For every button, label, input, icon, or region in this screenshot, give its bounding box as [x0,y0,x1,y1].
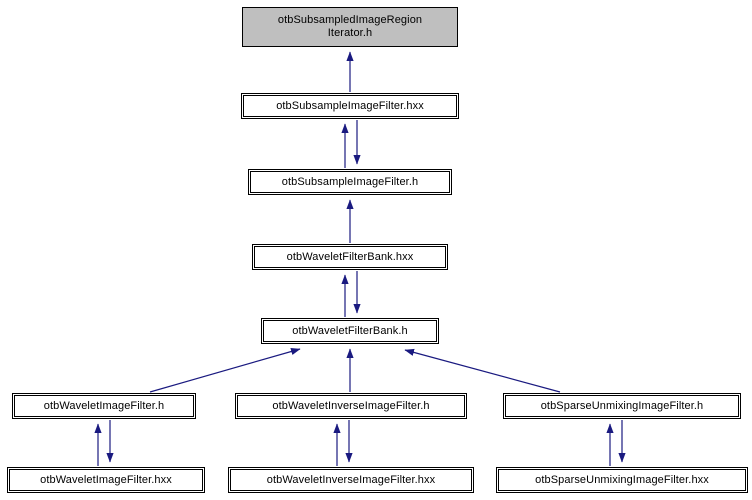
node-otbsubsampledimageregioniterator-h[interactable]: otbSubsampledImageRegion Iterator.h [242,7,458,47]
edge-sparseunmixingimagefilter-h-to-waveletfilterbank-h [404,348,561,393]
node-otbsubsampleimagefilter-hxx[interactable]: otbSubsampleImageFilter.hxx [241,93,459,119]
node-otbsparseunmixingimagefilter-h[interactable]: otbSparseUnmixingImageFilter.h [503,393,741,419]
node-otbwaveletfilterbank-hxx[interactable]: otbWaveletFilterBank.hxx [252,244,448,270]
node-otbwaveletinverseimagefilter-h[interactable]: otbWaveletInverseImageFilter.h [235,393,467,419]
node-otbwaveletinverseimagefilter-hxx[interactable]: otbWaveletInverseImageFilter.hxx [228,467,474,493]
node-otbsparseunmixingimagefilter-hxx[interactable]: otbSparseUnmixingImageFilter.hxx [496,467,748,493]
node-otbsubsampleimagefilter-h[interactable]: otbSubsampleImageFilter.h [248,169,452,195]
node-otbwaveletimagefilter-hxx[interactable]: otbWaveletImageFilter.hxx [7,467,205,493]
node-otbwaveletimagefilter-h[interactable]: otbWaveletImageFilter.h [12,393,196,419]
edge-waveletimagefilter-h-to-waveletfilterbank-h [149,348,301,393]
node-otbwaveletfilterbank-h[interactable]: otbWaveletFilterBank.h [261,318,439,344]
